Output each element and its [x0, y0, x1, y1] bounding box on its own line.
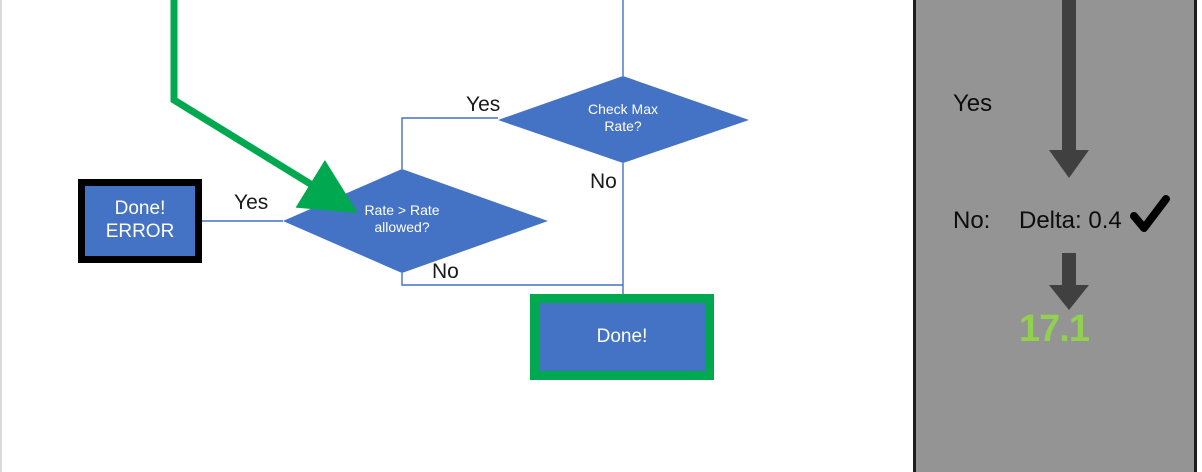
connector-check-max-rate-yes — [401, 117, 498, 169]
flowchart-panel: Check Max Rate? Rate > Rate allowed? Yes… — [0, 0, 749, 472]
node-check-max-rate[interactable] — [498, 76, 749, 163]
node-rate-gt-rate-allowed[interactable] — [283, 169, 548, 273]
node-done-error[interactable]: Done! ERROR — [78, 179, 202, 263]
edge-label-rate-compare-yes: Yes — [234, 191, 269, 214]
edge-label-check-max-rate-no: No — [590, 170, 617, 193]
side-panel: Yes No: Delta: 0.4 17.1 — [913, 0, 1197, 472]
connector-rate-compare-no — [401, 273, 623, 286]
arrow-down-top-icon — [1049, 0, 1089, 178]
arrow-down-bottom-icon — [1049, 253, 1089, 310]
edge-label-rate-compare-no: No — [432, 260, 459, 283]
side-panel-yes-label: Yes — [953, 90, 993, 117]
node-done[interactable]: Done! — [530, 294, 714, 380]
highlight-trace-arrow — [170, 0, 358, 214]
side-panel-no-label: No: — [953, 207, 991, 234]
edge-label-check-max-rate-yes: Yes — [466, 93, 501, 116]
side-panel-delta-label: Delta: 0.4 — [1019, 207, 1122, 234]
side-panel-canvas — [1049, 0, 1170, 310]
side-panel-result-value: 17.1 — [1019, 308, 1090, 350]
flowchart-canvas — [170, 0, 749, 294]
check-mark-icon — [1130, 195, 1170, 232]
